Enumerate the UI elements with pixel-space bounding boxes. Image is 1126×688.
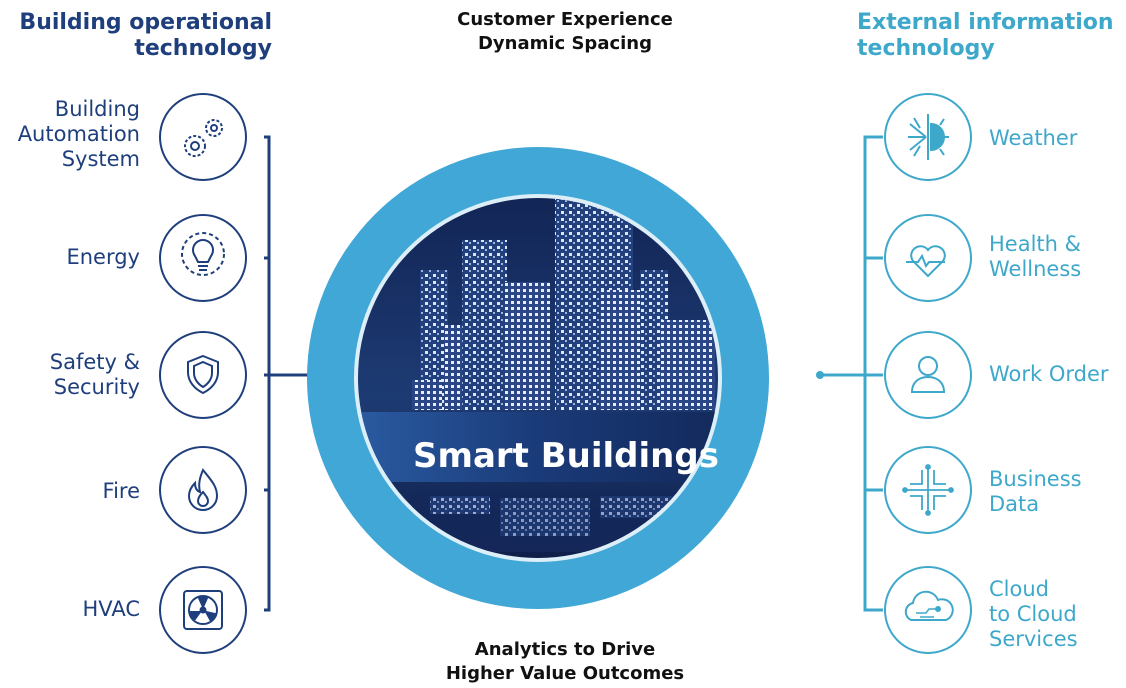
right-heading-line-1: External information (857, 10, 1114, 35)
right-item-label-cloud-services: Cloud to Cloud Services (989, 577, 1078, 652)
safety-security-circle (159, 331, 247, 419)
network-icon (902, 464, 954, 516)
gears-icon (184, 119, 223, 157)
cloud-icon (904, 590, 954, 621)
city-illustration (360, 198, 718, 552)
center-title: Smart Buildings (413, 436, 719, 476)
left-item-label-energy: Energy (66, 245, 140, 270)
right-heading-line-2: technology (857, 36, 995, 61)
building-automation-circle (159, 93, 247, 181)
health-wellness-circle (884, 214, 972, 302)
left-item-label-fire: Fire (103, 479, 140, 504)
shield-icon (187, 354, 219, 395)
label-line: Data (989, 492, 1040, 516)
label-line: Business (989, 467, 1082, 491)
label-line: Safety & (49, 350, 140, 374)
right-item-label-business-data: Business Data (989, 467, 1082, 517)
left-icon-circles (159, 93, 247, 654)
label-line: Services (989, 627, 1078, 651)
right-heading: External information technology (857, 10, 1114, 62)
bottom-label: Analytics to Drive Higher Value Outcomes (370, 638, 760, 686)
top-label-line-1: Customer Experience (457, 9, 673, 30)
sun-snow-icon (908, 114, 949, 160)
label-line: HVAC (82, 597, 140, 621)
label-line: System (61, 147, 140, 171)
left-item-label-hvac: HVAC (83, 597, 140, 622)
person-icon (910, 356, 946, 393)
left-heading-line-1: Building operational (19, 10, 272, 35)
right-connector (820, 135, 883, 612)
label-line: to Cloud (989, 602, 1077, 626)
left-item-label-building-automation: Building Automation System (18, 97, 140, 172)
label-line: Security (53, 375, 140, 399)
left-heading-line-2: technology (134, 36, 272, 61)
label-line: Work Order (989, 362, 1109, 386)
top-label: Customer Experience Dynamic Spacing (370, 8, 760, 56)
label-line: Building (54, 97, 140, 121)
left-heading: Building operational technology (0, 10, 272, 62)
smart-buildings-circle: Smart Buildings (307, 147, 769, 609)
fan-icon (183, 590, 223, 630)
right-connector-dot (816, 371, 824, 379)
label-line: Fire (102, 479, 140, 503)
bottom-label-line-2: Higher Value Outcomes (445, 663, 685, 684)
label-line: Health & (989, 232, 1082, 256)
flame-icon (187, 468, 219, 511)
lightbulb-icon (181, 232, 225, 276)
title-band (360, 412, 718, 482)
heart-pulse-icon (906, 245, 946, 278)
fire-circle (159, 446, 247, 534)
label-line: Automation (17, 122, 140, 146)
label-line: Weather (989, 126, 1078, 150)
left-item-label-safety-security: Safety & Security (50, 350, 140, 400)
right-item-label-work-order: Work Order (989, 362, 1109, 387)
right-item-label-weather: Weather (989, 126, 1077, 151)
right-item-label-health-wellness: Health & Wellness (989, 232, 1081, 282)
top-label-line-2: Dynamic Spacing (477, 33, 653, 54)
label-line: Energy (66, 245, 140, 269)
energy-circle (159, 214, 247, 302)
label-line: Wellness (989, 257, 1082, 281)
right-icon-circles (884, 93, 972, 654)
bottom-label-line-1: Analytics to Drive (474, 639, 656, 660)
label-line: Cloud (989, 577, 1049, 601)
